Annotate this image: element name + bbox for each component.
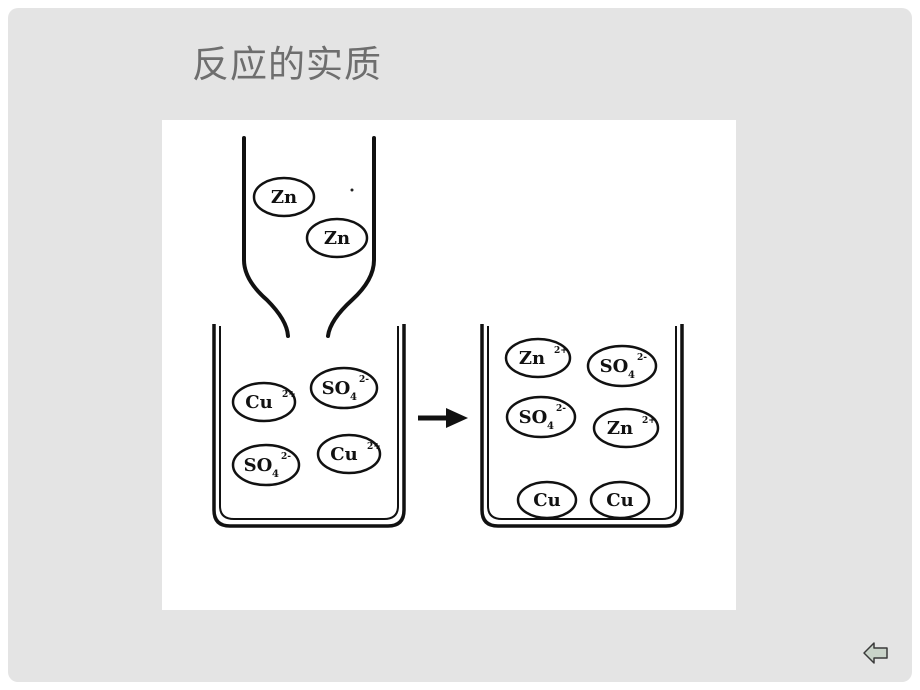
svg-text:2-: 2- [556,404,566,414]
reaction-diagram-svg: Zn Zn Cu 2+ SO 4 2- SO 4 2- Cu 2+ [212,136,684,528]
svg-text:Cu: Cu [330,444,357,465]
left-beaker [212,324,406,528]
svg-text:4: 4 [350,392,357,403]
svg-text:SO: SO [600,356,629,377]
svg-text:2-: 2- [281,452,291,462]
speck [350,188,354,192]
left-sulfate-ion: SO 4 2- [309,366,379,410]
reaction-arrow [418,408,468,428]
svg-text:Zn: Zn [519,348,545,369]
svg-text:Zn: Zn [324,228,350,249]
svg-text:Zn: Zn [271,187,297,208]
svg-text:4: 4 [272,469,279,480]
svg-text:Cu: Cu [606,490,633,511]
tube-zn-particle: Zn [305,217,369,259]
right-beaker [480,324,684,528]
svg-text:2-: 2- [359,375,369,385]
svg-text:Zn: Zn [607,418,633,439]
reaction-diagram: Zn Zn Cu 2+ SO 4 2- SO 4 2- Cu 2+ [162,120,736,610]
funnel-tube [326,136,376,338]
svg-text:Cu: Cu [533,490,560,511]
svg-text:SO: SO [519,407,548,428]
funnel-tube [242,136,290,338]
svg-text:SO: SO [322,378,351,399]
right-sulfate-ion: SO 4 2- [586,344,658,388]
right-beaker-inner [487,326,677,520]
right-cu-atom: Cu [589,480,651,520]
svg-text:2-: 2- [637,353,647,363]
left-beaker-inner [219,326,399,520]
left-cu-ion: Cu 2+ [316,433,382,475]
svg-text:4: 4 [547,421,554,432]
right-sulfate-ion: SO 4 2- [505,395,577,439]
left-cu-ion: Cu 2+ [231,381,297,423]
svg-text:2+: 2+ [282,390,296,400]
svg-text:2+: 2+ [554,346,568,356]
right-zn-ion: Zn 2+ [592,407,660,449]
slide-title: 反应的实质 [192,43,382,86]
back-arrow-icon [863,642,888,664]
svg-text:SO: SO [244,455,273,476]
svg-text:Cu: Cu [245,392,272,413]
svg-text:2+: 2+ [367,442,381,452]
back-button[interactable] [862,640,890,666]
tube-zn-particle: Zn [252,176,316,218]
right-cu-atom: Cu [516,480,578,520]
svg-text:2+: 2+ [642,416,656,426]
right-zn-ion: Zn 2+ [504,337,572,379]
left-sulfate-ion: SO 4 2- [231,443,301,487]
svg-text:4: 4 [628,370,635,381]
